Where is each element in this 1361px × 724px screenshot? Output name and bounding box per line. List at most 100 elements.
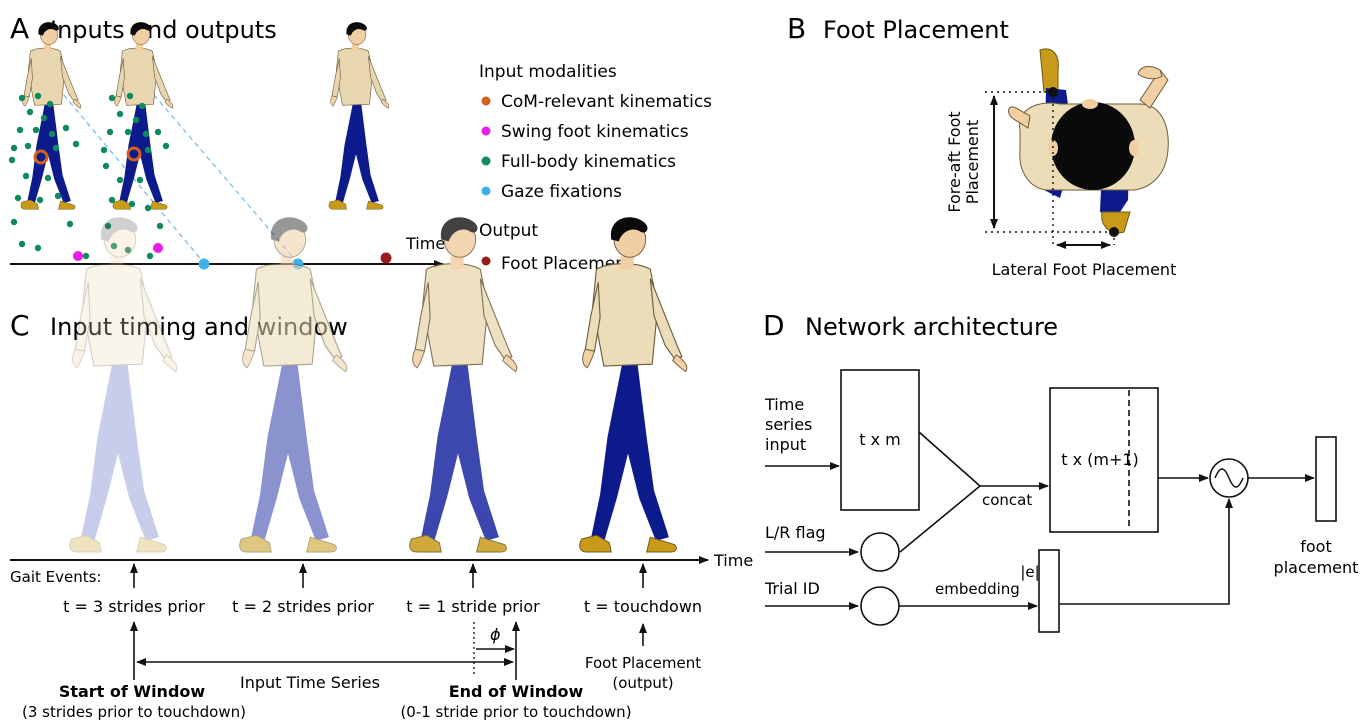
kinematic-marker (26, 108, 34, 116)
kinematic-marker (52, 144, 60, 152)
kinematic-marker (36, 196, 44, 204)
kinematic-marker (14, 194, 22, 202)
gaze-line (57, 87, 205, 264)
lr-flag-node (860, 532, 900, 572)
kinematic-marker (62, 124, 70, 132)
event-label: t = 1 stride prior (406, 597, 540, 616)
panel-c-letter: C (10, 309, 30, 342)
kinematic-marker (156, 222, 164, 230)
panel-d: D Network architecture Time series input… (763, 309, 1359, 633)
legend-item: CoM-relevant kinematics (481, 92, 712, 112)
embed-dim-label: |e| (1020, 563, 1039, 581)
start-window-label: Start of Window (59, 682, 206, 701)
legend-item: Swing foot kinematics (481, 122, 689, 142)
kinematic-marker (146, 252, 154, 260)
panel-a-letter: A (10, 12, 29, 45)
output-label-line1: Foot Placement (585, 654, 701, 672)
concat-label: concat (982, 491, 1032, 509)
walker-figure (239, 216, 348, 553)
input-series-label: Input Time Series (240, 673, 380, 692)
box1-label: t x m (859, 430, 901, 449)
embedding-node (1038, 549, 1060, 633)
event-label: t = 2 strides prior (232, 597, 374, 616)
output-node (1315, 436, 1337, 522)
legend-label: Gaze fixations (501, 182, 622, 202)
kinematic-marker (44, 174, 52, 182)
trial-id-label: Trial ID (764, 579, 820, 598)
kinematic-marker (18, 240, 26, 248)
kinematic-marker (10, 218, 18, 226)
output-label-line1: foot (1300, 537, 1331, 556)
full-body-markers (8, 92, 170, 260)
kinematic-marker (18, 94, 26, 102)
kinematic-marker (34, 92, 42, 100)
fore-aft-label-line1: Fore-aft Foot (945, 111, 964, 212)
kinematic-marker (54, 192, 62, 200)
kinematic-marker (8, 156, 16, 164)
panel-a-title: Inputs and outputs (50, 16, 277, 44)
legend-label: Full-body kinematics (501, 152, 676, 172)
com-marker (33, 149, 49, 165)
walker-figure (69, 216, 178, 553)
gait-events-label: Gait Events: (10, 568, 101, 586)
legend-label: CoM-relevant kinematics (501, 92, 712, 112)
input-label-line3: input (765, 435, 806, 454)
time-label: Time (713, 551, 753, 570)
walker-figure (20, 21, 82, 210)
kinematic-marker (46, 100, 54, 108)
kinematic-marker (126, 92, 134, 100)
kinematic-marker (32, 126, 40, 134)
panel-b-title: Foot Placement (823, 16, 1009, 44)
kinematic-marker (40, 114, 48, 122)
legend-item: Gaze fixations (481, 182, 622, 202)
top-view-person (1008, 48, 1169, 237)
sine-icon (1214, 468, 1244, 488)
panel-d-title: Network architecture (805, 313, 1058, 341)
kinematic-marker (108, 94, 116, 102)
time-label: Time (405, 234, 445, 253)
end-window-sub: (0-1 stride prior to touchdown) (400, 703, 631, 721)
legend-swatch (481, 96, 491, 106)
kinematic-marker (102, 162, 110, 170)
kinematic-marker (116, 110, 124, 118)
kinematic-marker (128, 200, 136, 208)
panel-b-letter: B (787, 12, 806, 45)
input-label-line2: series (765, 415, 812, 434)
kinematic-marker (108, 196, 116, 204)
kinematic-marker (106, 128, 114, 136)
concat-box (1049, 387, 1159, 533)
kinematic-marker (24, 142, 32, 150)
output-label-line2: (output) (612, 674, 673, 692)
input-label-line1: Time (764, 395, 804, 414)
legend-label: Swing foot kinematics (501, 122, 689, 142)
fore-aft-label-line2: Placement (963, 120, 982, 204)
output-label-line2: placement (1274, 558, 1359, 577)
phase-symbol: ϕ (490, 625, 501, 644)
kinematic-marker (82, 252, 90, 260)
legend-swatch (481, 256, 491, 266)
connector-arrow (1059, 498, 1233, 605)
swing-foot-marker (73, 251, 83, 261)
kinematic-marker (48, 130, 56, 138)
kinematic-marker (66, 220, 74, 228)
kinematic-marker (72, 140, 80, 148)
box2-label: t x (m+1) (1061, 450, 1139, 469)
kinematic-marker (22, 172, 30, 180)
event-label: t = touchdown (584, 597, 702, 616)
kinematic-marker (16, 126, 24, 134)
kinematic-marker (34, 244, 42, 252)
panel-c: C Input timing and window Time Gait Even… (10, 216, 753, 721)
walker-figure (328, 21, 390, 210)
legend-swatch (481, 156, 491, 166)
panel-b: B Foot Placement Fore-aft Foot Placement… (787, 12, 1176, 279)
start-window-sub: (3 strides prior to touchdown) (22, 703, 246, 721)
panel-d-letter: D (763, 309, 785, 342)
kinematic-marker (124, 128, 132, 136)
gaze-fixation (198, 258, 210, 270)
event-label: t = 3 strides prior (63, 597, 205, 616)
legend-output-heading: Output (479, 221, 538, 241)
legend-swatch (481, 126, 491, 136)
lateral-label: Lateral Foot Placement (992, 260, 1177, 279)
kinematic-marker (116, 176, 124, 184)
kinematic-marker (100, 146, 108, 154)
